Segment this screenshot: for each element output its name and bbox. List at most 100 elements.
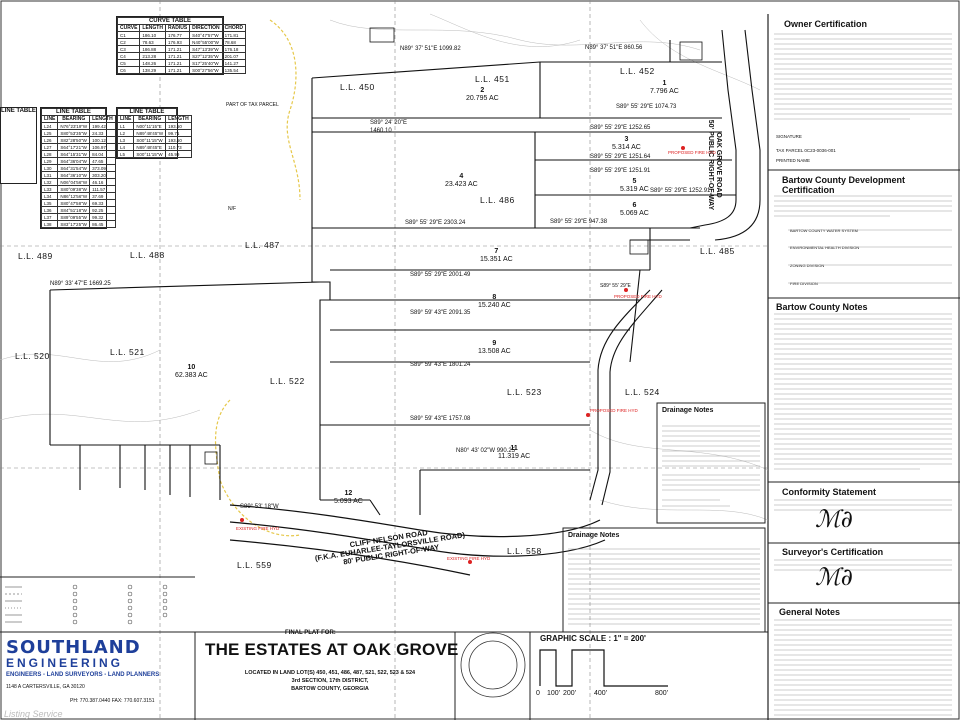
curve-table-cell: 186.88 <box>139 45 166 53</box>
curve-table-cell: S40°47'57"W <box>189 31 223 39</box>
bearing-label: S89° 59' 43"E 2091.35 <box>410 310 471 316</box>
bearing-label: S89° 24' 20"E <box>370 120 408 126</box>
curve-col-length: LENGTH <box>139 24 166 32</box>
line-table-b-cell: L3 <box>116 136 135 144</box>
line-a-col-line: LINE <box>40 115 59 123</box>
bartow-zoning-line: ZONING DIVISION <box>790 263 825 268</box>
line-table-a-cell: S64°31'54"W <box>57 164 91 172</box>
nf-label: N/F <box>228 206 237 212</box>
scale-tick-100: 100' <box>547 690 561 697</box>
curve-table-cell: S17°25'40"W <box>189 59 223 67</box>
drainage-notes-2-title: Drainage Notes <box>568 532 620 539</box>
curve-table-cell: C6 <box>116 66 141 74</box>
line-table-a-cell: 92.25 <box>89 206 116 214</box>
company-logo-sub: ENGINEERING <box>6 656 124 670</box>
location-line-3: BARTOW COUNTY, GEORGIA <box>291 686 369 692</box>
bearing-label: S89° 55' 29"E 2001.49 <box>410 272 471 278</box>
project-title: THE ESTATES AT OAK GROVE <box>205 640 459 659</box>
owner-printed-name-label: PRINTED NAME <box>776 158 811 163</box>
line-table-a-cell: L32 <box>40 178 59 186</box>
line-table-b-cell: N89°48'45"W <box>133 129 167 137</box>
line-table-a-cell: S64°15'31"W <box>57 150 91 158</box>
bearing-label: S89° 55' 29"E <box>600 283 631 289</box>
bearing-label: S89° 59' 43"E 1757.08 <box>410 416 471 422</box>
line-b-col-line: LINE <box>116 115 135 123</box>
line-table-a-cell: N86°12'56"W <box>57 192 91 200</box>
owner-cert-title: Owner Certification <box>784 19 868 29</box>
line-table-a-cell: L27 <box>40 143 59 151</box>
line-table-a-cell: 99.32 <box>89 213 116 221</box>
line-table-a-cell: 47.65 <box>89 157 116 165</box>
land-lot-450: L.L. 450 <box>340 82 375 92</box>
land-lot-524: L.L. 524 <box>625 387 660 397</box>
line-table-a-cell: L37 <box>40 213 59 221</box>
line-table-a-cell: L29 <box>40 157 59 165</box>
line-table-a-cell: S80°53'35"W <box>57 129 91 137</box>
line-table-a-cell: L36 <box>40 206 59 214</box>
line-table-a-cell: 84.04 <box>89 150 116 158</box>
scale-tick-200: 200' <box>563 690 577 697</box>
land-lot-558: L.L. 558 <box>507 546 542 556</box>
line-table-a-cell: S64°17'21"W <box>57 143 91 151</box>
bearing-label: S89° 55' 29"E 1251.64 <box>590 154 651 160</box>
curve-table-cell: 176.93 <box>164 38 191 46</box>
line-table-b-cell: L2 <box>116 129 135 137</box>
line-a-col-length: LENGTH <box>89 115 116 123</box>
line-table-b-cell: L1 <box>116 122 135 130</box>
curve-col-curve: CURVE <box>116 24 141 32</box>
line-table-a-cell: L25 <box>40 129 59 137</box>
proposed-fire-hydrant-label: PROPOSED FIRE HYD <box>614 294 662 299</box>
line-table-a-cell: L24 <box>40 122 59 130</box>
curve-table-cell: 78.63 <box>139 38 166 46</box>
bearing-label: 1460.10 <box>370 128 392 134</box>
land-lot-486: L.L. 486 <box>480 195 515 205</box>
surveyor-signature: ℳ∂ <box>815 563 854 591</box>
proposed-fire-hydrant-label: PROPOSED FIRE HYD <box>668 150 716 155</box>
curve-table-cell: 135.54 <box>221 66 247 74</box>
line-table-left: LINE TABLE <box>0 107 37 184</box>
curve-table-cell: S00°27'56"W <box>189 66 223 74</box>
curve-table-cell: S47°13'39"W <box>189 45 223 53</box>
line-b-col-bearing: BEARING <box>133 115 167 123</box>
drainage-text-lines <box>662 425 760 507</box>
bearing-label: N89° 37' 51"E 860.56 <box>585 45 643 51</box>
line-table-b-cell: 110.73 <box>165 143 192 151</box>
curve-table-cell: 138.29 <box>139 66 166 74</box>
line-table-b-cell: 99.71 <box>165 129 192 137</box>
line-table-a-cell: S89°09'55"W <box>57 213 91 221</box>
location-line-1: LOCATED IN LAND LOT(S) 450, 451, 486, 48… <box>244 670 416 676</box>
bartow-dev-title: Bartow County Development Certification <box>782 175 906 195</box>
line-b-col-length: LENGTH <box>165 115 192 123</box>
curve-table-cell: C2 <box>116 38 141 46</box>
bearing-label: S89° 55' 29"E 1252.65 <box>590 125 651 131</box>
curve-table: CURVE TABLE CURVE LENGTH RADIUS DIRECTIO… <box>116 16 247 75</box>
line-table-a-cell: 199.42 <box>89 122 116 130</box>
line-table-b-cell: 193.50 <box>165 136 192 144</box>
line-table-a-cell: N06°04'56"W <box>57 178 91 186</box>
bearing-label: N89° 33' 47"E 1669.25 <box>50 281 111 287</box>
curve-col-direction: DIRECTION <box>189 24 223 32</box>
line-table-a-cell: L30 <box>40 164 59 172</box>
